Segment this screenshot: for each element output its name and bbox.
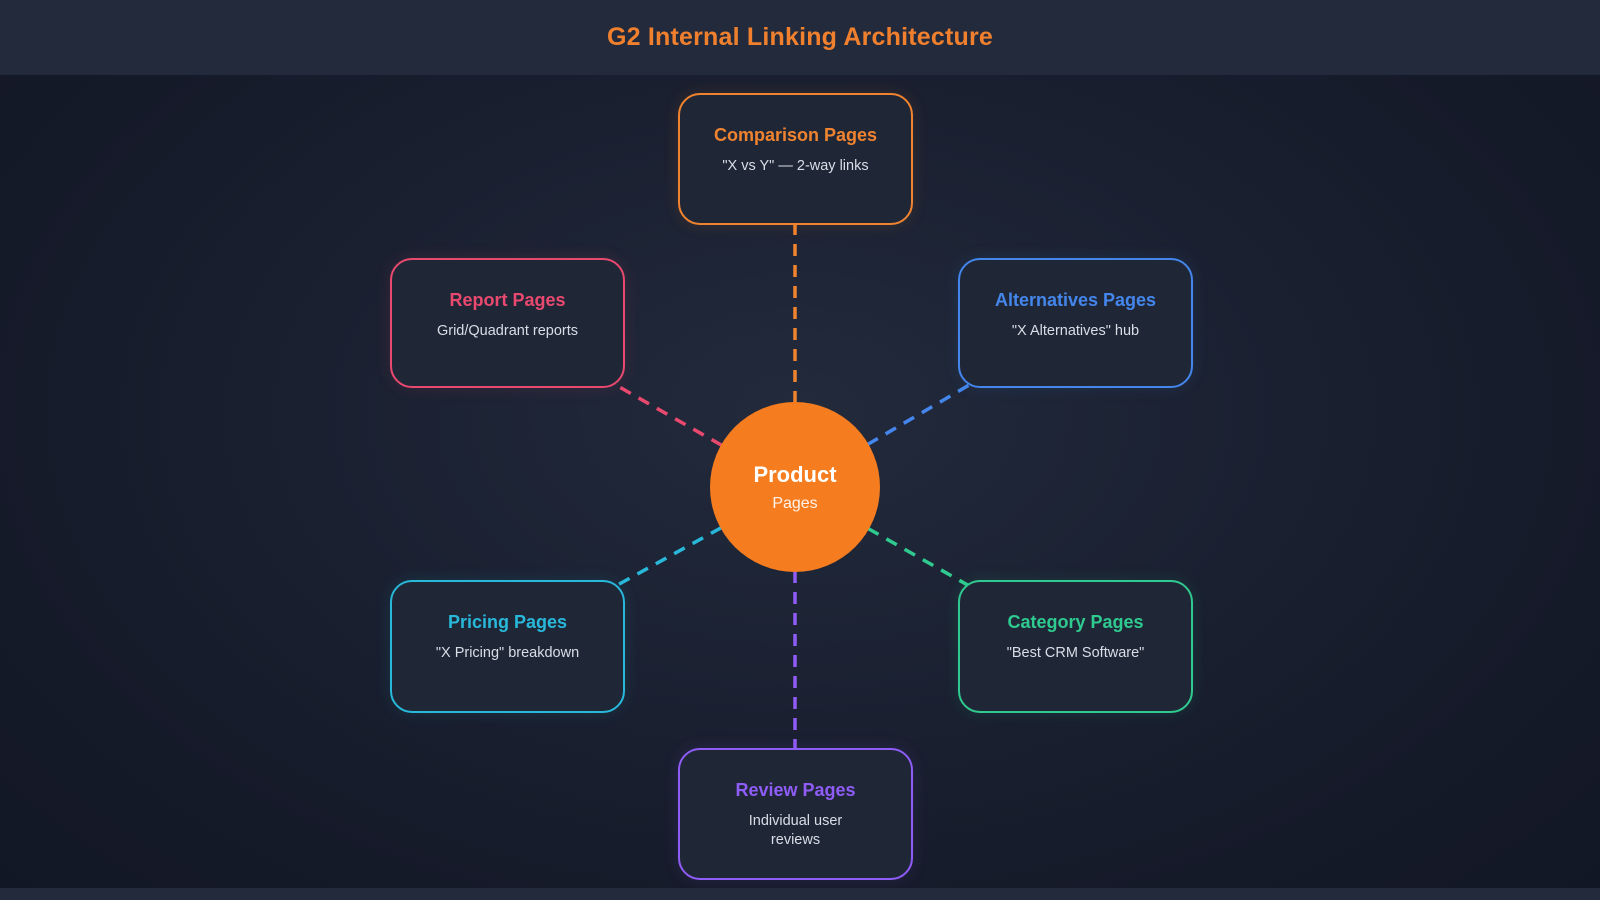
hub-title: Product	[753, 461, 837, 487]
node-title-review: Review Pages	[735, 780, 856, 800]
node-title-comparison: Comparison Pages	[713, 125, 878, 145]
node-title-category: Category Pages	[1007, 612, 1144, 632]
node-subtitle-category: "Best CRM Software"	[1006, 644, 1145, 661]
node-card-category: Category Pages "Best CRM Software"	[958, 580, 1193, 713]
node-card-review: Review Pages Individual user reviews	[678, 748, 913, 880]
node-card-comparison: Comparison Pages "X vs Y" — 2-way links	[678, 93, 913, 225]
footer-bar	[0, 888, 1600, 900]
node-title-alternatives: Alternatives Pages	[994, 290, 1157, 310]
hub-circle-product-pages: Product Pages	[710, 402, 880, 572]
node-title-pricing: Pricing Pages	[447, 612, 568, 632]
node-subtitle-comparison: "X vs Y" — 2-way links	[722, 157, 869, 174]
node-card-alternatives: Alternatives Pages "X Alternatives" hub	[958, 258, 1193, 388]
hub-subtitle: Pages	[772, 494, 818, 512]
page-title: G2 Internal Linking Architecture	[606, 23, 994, 51]
node-card-pricing: Pricing Pages "X Pricing" breakdown	[390, 580, 625, 713]
node-title-report: Report Pages	[449, 290, 566, 310]
node-subtitle-pricing: "X Pricing" breakdown	[435, 644, 580, 661]
node-subtitle-report: Grid/Quadrant reports	[436, 322, 579, 339]
node-card-report: Report Pages Grid/Quadrant reports	[390, 258, 625, 388]
node-subtitle-alternatives: "X Alternatives" hub	[1011, 322, 1140, 339]
header-bar: G2 Internal Linking Architecture	[0, 0, 1600, 75]
node-subtitle-review: Individual user reviews	[748, 812, 843, 848]
